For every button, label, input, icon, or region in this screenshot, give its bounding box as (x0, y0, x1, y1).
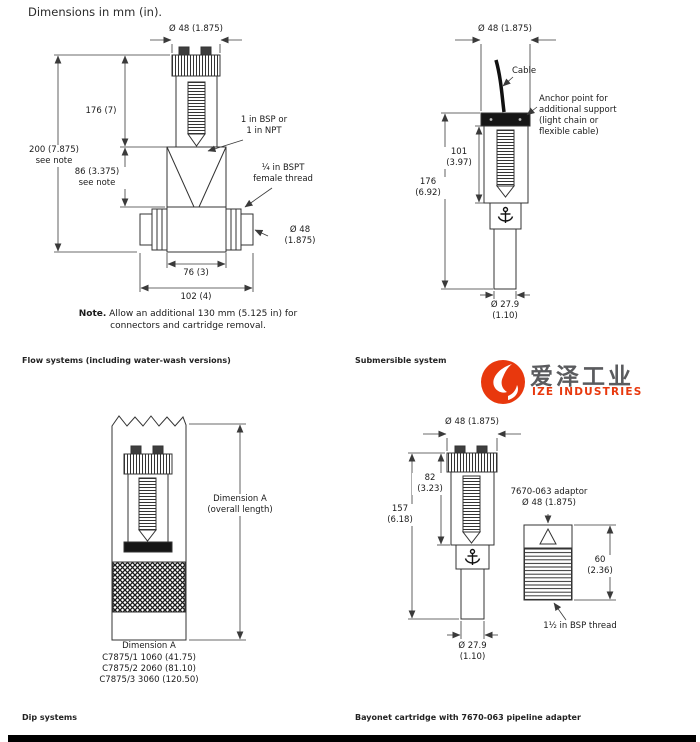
logo-swoosh-tail (508, 385, 518, 400)
dip-dimension-lines (189, 423, 246, 641)
logo-chinese-name: 爱泽工业 (530, 364, 634, 390)
anchor-icon (464, 548, 481, 565)
bayonet-height-60-dim: 60 (2.36) (580, 555, 620, 578)
dip-caption: Dip systems (22, 713, 77, 722)
flow-note-keyword: Note. (78, 309, 107, 319)
dip-system-drawing (111, 415, 187, 641)
bayonet-cartridge-drawing (446, 445, 573, 620)
dip-dimension-a-side: Dimension A (overall length) (199, 494, 281, 517)
flow-caption: Flow systems (including water-wash versi… (22, 356, 231, 365)
submersible-height-176-dim: 176 (6.92) (408, 177, 448, 200)
bayonet-height-82-dim: 82 (3.23) (412, 473, 448, 496)
page-title: Dimensions in mm (in). (28, 5, 163, 19)
submersible-drawing (480, 59, 531, 290)
bayonet-height-157-dim: 157 (6.18) (380, 504, 420, 527)
flow-dia-side-dim: Ø 48 (1.875) (284, 225, 316, 247)
bayonet-dia-bottom-dim: Ø 27.9 (1.10) (458, 641, 487, 663)
flow-height-200-dim: 200 (7.875) see note (16, 145, 92, 168)
flow-note-text: Allow an additional 130 mm (5.125 in) fo… (109, 309, 298, 331)
anchor-icon (497, 206, 514, 223)
flow-dimension-lines (54, 36, 273, 292)
bayonet-caption: Bayonet cartridge with 7670-063 pipeline… (355, 713, 581, 722)
flow-height-176-dim: 176 (7) (85, 106, 117, 116)
flow-system-drawing (139, 46, 254, 253)
bsp-thread-label: 1½ in BSP thread (543, 621, 617, 631)
flow-dia-top-dim: Ø 48 (1.875) (169, 24, 223, 34)
submersible-height-101-dim: 101 (3.97) (441, 147, 477, 170)
adaptor-label: 7670-063 adaptor Ø 48 (1.875) (510, 487, 588, 509)
logo-english-name: IZE INDUSTRIES (532, 386, 643, 398)
dip-dimension-a-label: Dimension A (122, 641, 176, 651)
dip-model-lengths: C7875/1 1060 (41.75) C7875/2 2060 (81.10… (99, 653, 199, 686)
cable-label: Cable (512, 66, 537, 76)
flow-width-102-dim: 102 (4) (180, 292, 212, 302)
ize-logo-mark (481, 360, 525, 404)
page-bottom-rule (8, 735, 696, 742)
flow-height-86-dim: 86 (3.375) see note (66, 167, 128, 190)
flow-width-76-dim: 76 (3) (183, 268, 209, 278)
flow-bspt-thread-label: ¼ in BSPT female thread (253, 163, 313, 185)
submersible-dimension-lines (441, 36, 556, 299)
flow-note: Note. Allow an additional 130 mm (5.125 … (62, 309, 314, 332)
logo-swoosh (493, 364, 512, 393)
bayonet-dia-top-dim: Ø 48 (1.875) (445, 417, 499, 427)
submersible-dia-bottom-dim: Ø 27.9 (1.10) (490, 300, 520, 322)
submersible-caption: Submersible system (355, 356, 447, 365)
flow-bsp-thread-label: 1 in BSP or 1 in NPT (240, 115, 288, 137)
anchor-point-label: Anchor point for additional support (lig… (539, 94, 617, 138)
bayonet-dimension-lines (408, 430, 616, 639)
logo-circle (481, 360, 525, 404)
submersible-dia-top-dim: Ø 48 (1.875) (478, 24, 532, 34)
